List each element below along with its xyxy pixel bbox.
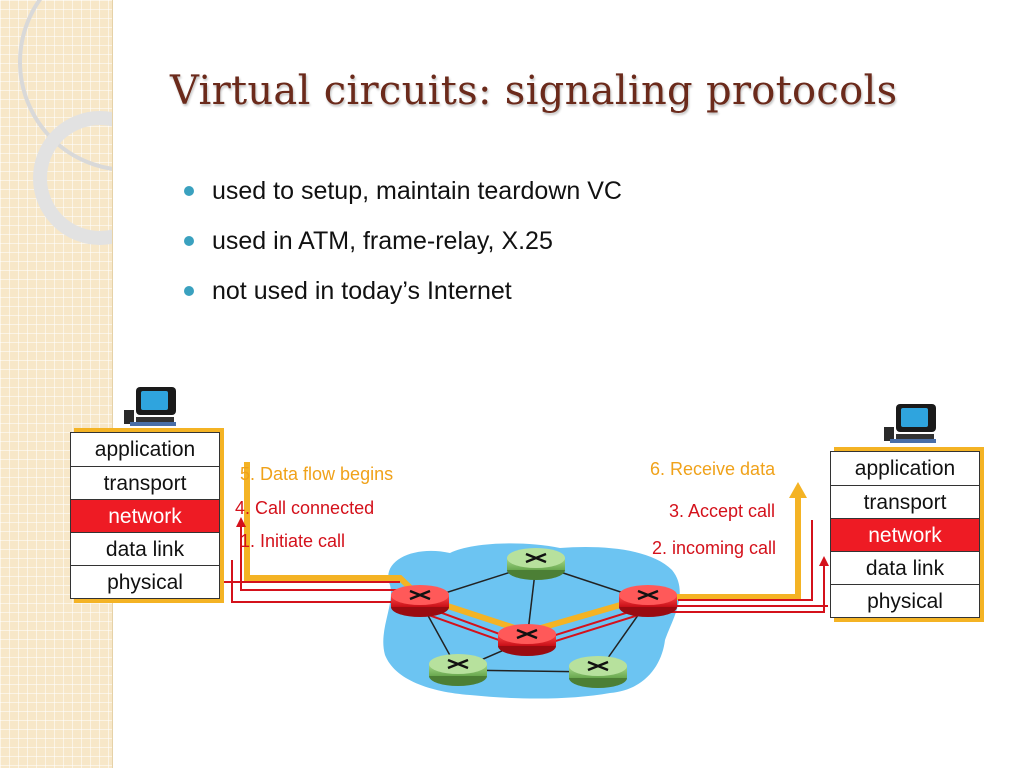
right-protocol-stack: application transport network data link …	[830, 451, 980, 618]
label-accept-call: 3. Accept call	[669, 501, 776, 521]
label-incoming-call: 2. incoming call	[652, 538, 777, 558]
layer-data-link: data link	[71, 532, 219, 565]
label-data-flow-begins: 5. Data flow begins	[240, 464, 394, 484]
layer-application: application	[94, 438, 196, 461]
bullet-item: used to setup, maintain teardown VC	[182, 172, 622, 222]
left-protocol-stack: application transport network data link …	[70, 432, 220, 599]
call-connected-arrowhead	[236, 517, 246, 527]
bullet-list: used to setup, maintain teardown VC used…	[182, 172, 622, 322]
label-initiate-call: 1. Initiate call	[240, 531, 346, 551]
router-icon	[619, 585, 677, 617]
decorative-circles	[18, 0, 112, 245]
router-icon	[507, 548, 565, 580]
bullet-item: not used in today’s Internet	[182, 272, 622, 322]
computer-icon	[124, 387, 176, 426]
label-call-connected: 4. Call connected	[235, 498, 375, 518]
decorative-sidebar	[0, 0, 113, 768]
layer-transport: transport	[71, 466, 219, 499]
router-icon	[429, 654, 487, 686]
layer-physical: physical	[831, 584, 979, 617]
bullet-item: used in ATM, frame-relay, X.25	[182, 222, 622, 272]
layer-data-link: data link	[831, 551, 979, 584]
layer-network: network	[831, 518, 979, 551]
computer-icon	[884, 404, 936, 443]
label-receive-data: 6. Receive data	[650, 459, 776, 479]
router-icon	[569, 656, 627, 688]
layer-network: network	[71, 499, 219, 532]
layer-application: application	[854, 457, 956, 480]
data-flow-arrowhead	[789, 482, 807, 498]
layer-physical: physical	[71, 565, 219, 598]
router-icon	[498, 624, 556, 656]
slide-title: Virtual circuits: signaling protocols	[170, 68, 898, 114]
layer-transport: transport	[831, 485, 979, 518]
incoming-call-arrowhead	[819, 556, 829, 566]
router-icon	[391, 585, 449, 617]
